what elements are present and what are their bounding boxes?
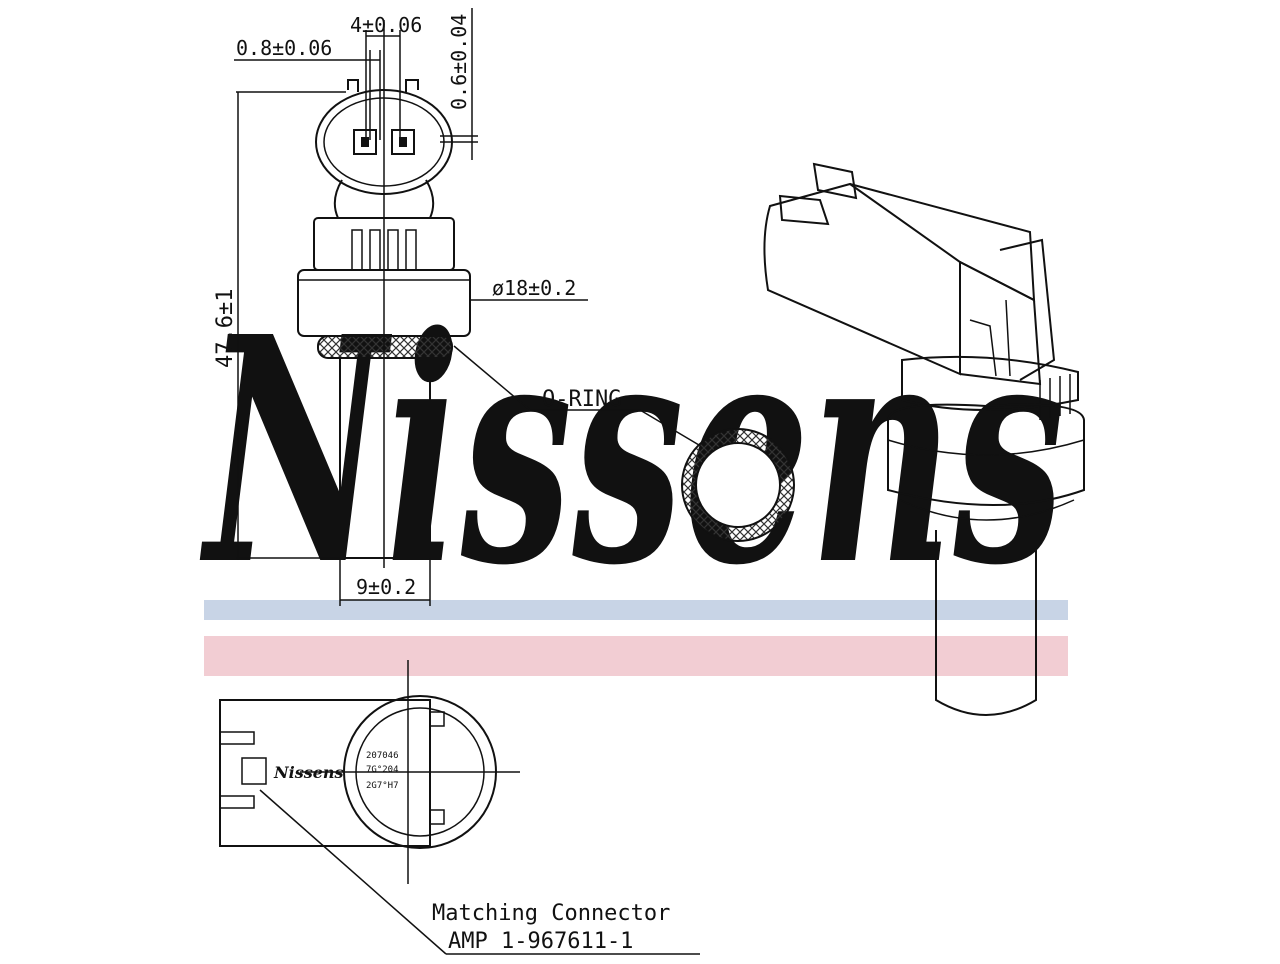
sensor-side-view xyxy=(297,20,478,568)
pin-left xyxy=(353,129,377,155)
oring-label: O-RING xyxy=(542,387,621,412)
connector-code-3: 2G7°H7 xyxy=(366,781,399,791)
dim-hex-diameter: ø18±0.2 xyxy=(492,276,576,300)
watermark-band-blue xyxy=(204,600,1068,620)
probe xyxy=(339,357,431,559)
dim-pin-pitch: 4±0.06 xyxy=(350,13,422,37)
oring-callout: O-RING xyxy=(453,345,795,542)
connector-label-line1: Matching Connector xyxy=(432,901,670,926)
watermark-text: Nissens xyxy=(199,270,1065,634)
dim-length: 47.6±1 xyxy=(213,289,238,368)
connector-label-line2: AMP 1-967611-1 xyxy=(448,929,633,954)
watermark-band-red xyxy=(204,636,1068,676)
dimension-lines: 4±0.06 0.8±0.06 0.6±0.04 47.6±1 ø18±0.2 … xyxy=(213,8,588,606)
nissens-watermark: Nissens xyxy=(199,270,1068,676)
connector-code-2: 7G°204 xyxy=(366,765,399,775)
matching-connector-view: Nissens 207046 7G°204 2G7°H7 Matching Co… xyxy=(219,660,700,955)
dim-pin-width: 0.8±0.06 xyxy=(236,36,332,60)
dim-probe-diameter: 9±0.2 xyxy=(356,575,416,599)
connector-code-1: 207046 xyxy=(366,751,399,761)
oring-section xyxy=(317,335,453,359)
connector-brand-marking: Nissens xyxy=(273,763,344,782)
dim-pin-thickness: 0.6±0.04 xyxy=(447,14,471,110)
sensor-3d-view xyxy=(763,162,1085,716)
oring-inner xyxy=(695,442,781,528)
pin-right xyxy=(391,129,415,155)
